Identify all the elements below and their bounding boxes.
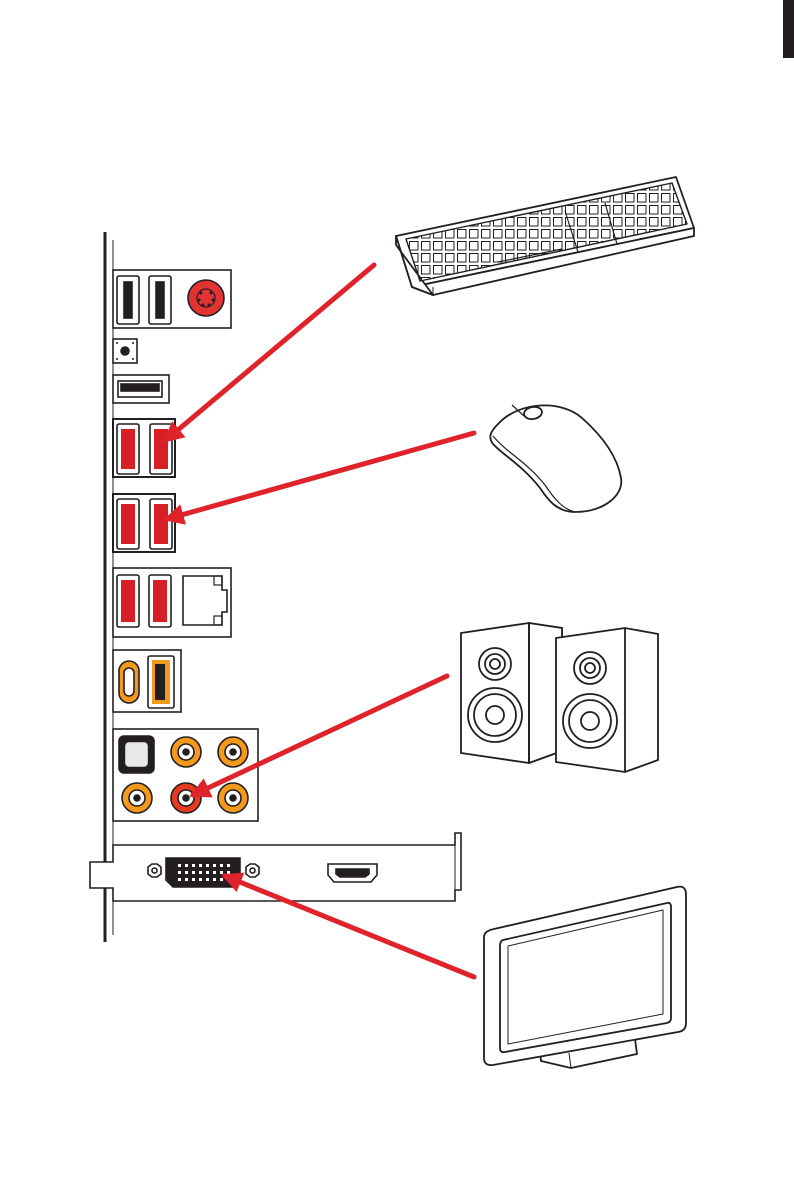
usb-lan-group xyxy=(113,568,231,637)
page-edge-tab xyxy=(783,0,794,58)
usb-ps2-group xyxy=(113,270,231,328)
arrow-mouse-to-usb xyxy=(167,433,474,519)
usb-c-orange-group xyxy=(113,650,181,712)
audio-jack-line-out[interactable] xyxy=(171,783,201,813)
audio-jack-center-sub[interactable] xyxy=(218,783,248,813)
mouse-icon xyxy=(490,405,621,512)
rear-io-panel xyxy=(105,232,258,942)
keyboard-icon xyxy=(396,177,694,295)
monitor-icon xyxy=(484,887,686,1068)
audio-jack-rear[interactable] xyxy=(122,783,152,813)
audio-jack-side[interactable] xyxy=(218,737,248,767)
usb-red-lower-group xyxy=(113,494,175,552)
speaker-left xyxy=(461,623,562,763)
flash-bios-usb-port[interactable] xyxy=(113,375,169,403)
usb-red-upper-group xyxy=(113,419,175,477)
speaker-right xyxy=(556,628,658,772)
gpu-bracket xyxy=(90,833,461,901)
dvi-screw-right xyxy=(246,864,259,877)
optical-spdif-port[interactable] xyxy=(119,736,154,773)
dvi-screw-left xyxy=(148,864,161,877)
hdmi-port[interactable] xyxy=(328,864,377,882)
dvi-port[interactable] xyxy=(166,858,240,887)
audio-jack-line-in[interactable] xyxy=(171,737,201,767)
clear-cmos-button[interactable] xyxy=(113,339,137,363)
speakers-icon xyxy=(461,623,658,772)
